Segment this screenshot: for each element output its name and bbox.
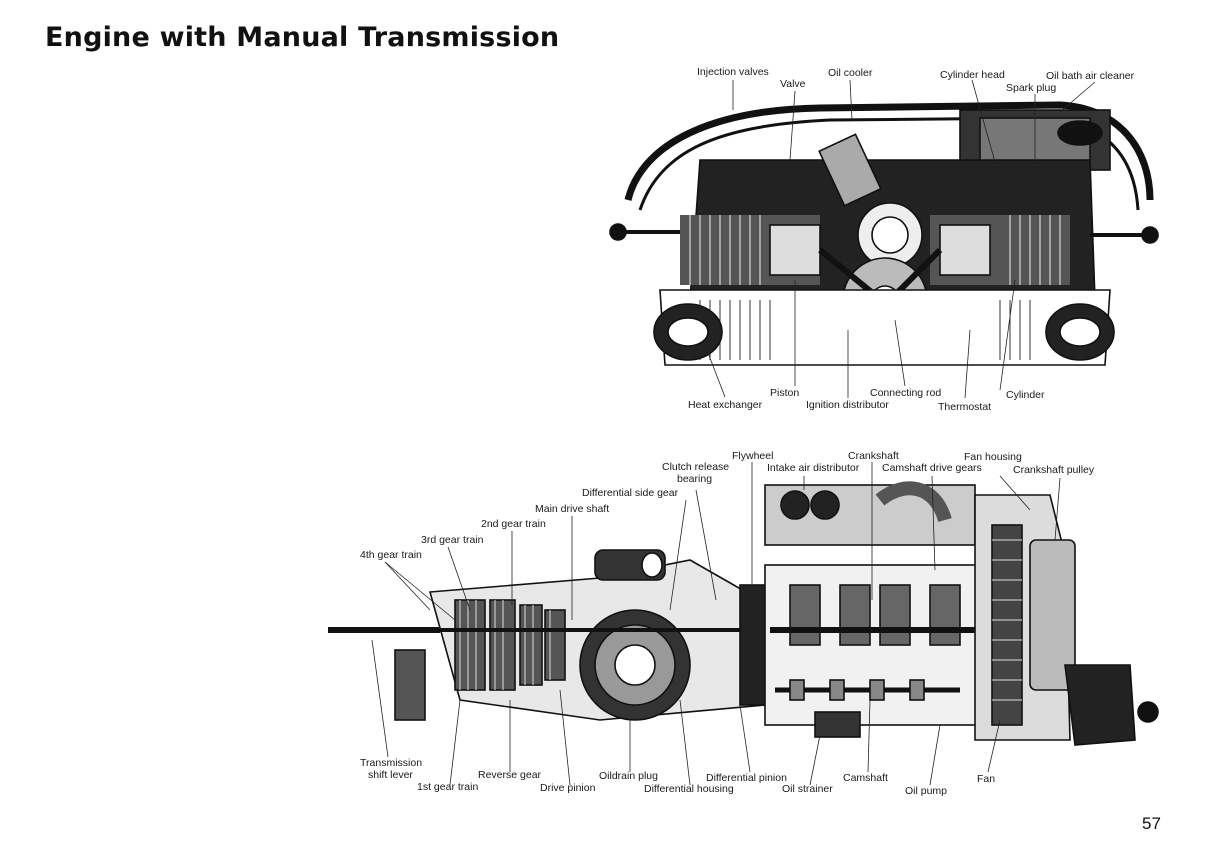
label-flywheel: Flywheel bbox=[732, 450, 774, 462]
label-oil-bath-air-cleaner: Oil bath air cleaner bbox=[1046, 70, 1135, 82]
top-leader-lines bbox=[704, 79, 1096, 399]
label-oil-cooler: Oil cooler bbox=[828, 67, 873, 79]
label-connecting-rod: Connecting rod bbox=[870, 387, 942, 399]
label-clutch-release-line2: bearing bbox=[677, 473, 713, 485]
label-piston: Piston bbox=[770, 387, 800, 399]
label-1st-gear-train: 1st gear train bbox=[417, 781, 479, 793]
label-fan: Fan bbox=[977, 773, 996, 785]
label-ignition-distributor: Ignition distributor bbox=[806, 399, 889, 411]
label-transmission-shift-lever-line2: shift lever bbox=[368, 769, 413, 781]
label-cylinder: Cylinder bbox=[1006, 389, 1045, 401]
label-3rd-gear-train: 3rd gear train bbox=[421, 534, 484, 546]
label-2nd-gear-train: 2nd gear train bbox=[481, 518, 546, 530]
bottom-leader-lines bbox=[371, 462, 1061, 786]
label-differential-housing: Differential housing bbox=[644, 783, 734, 795]
label-drive-pinion: Drive pinion bbox=[540, 782, 596, 794]
page-number: 57 bbox=[1142, 814, 1161, 833]
label-fan-housing: Fan housing bbox=[964, 451, 1022, 463]
label-crankshaft: Crankshaft bbox=[848, 450, 899, 462]
label-4th-gear-train: 4th gear train bbox=[360, 549, 422, 561]
label-cylinder-head: Cylinder head bbox=[940, 69, 1005, 81]
label-heat-exchanger: Heat exchanger bbox=[688, 399, 763, 411]
label-valve: Valve bbox=[780, 78, 806, 90]
label-oil-pump: Oil pump bbox=[905, 785, 948, 797]
label-oil-strainer: Oil strainer bbox=[782, 783, 833, 795]
label-camshaft-drive-gears: Camshaft drive gears bbox=[882, 462, 982, 474]
drivetrain-cutaway-drawing bbox=[328, 481, 1159, 746]
label-main-drive-shaft: Main drive shaft bbox=[535, 503, 610, 515]
label-spark-plug: Spark plug bbox=[1006, 82, 1057, 94]
engine-cross-section-drawing bbox=[609, 101, 1159, 366]
label-intake-air-distributor: Intake air distributor bbox=[767, 462, 860, 474]
label-thermostat: Thermostat bbox=[938, 401, 992, 413]
label-transmission-shift-lever-line1: Transmission bbox=[360, 757, 423, 769]
label-reverse-gear: Reverse gear bbox=[478, 769, 542, 781]
label-clutch-release-line1: Clutch release bbox=[662, 461, 730, 473]
label-camshaft: Camshaft bbox=[843, 772, 888, 784]
label-crankshaft-pulley: Crankshaft pulley bbox=[1013, 464, 1095, 476]
label-oil-drain-plug: Oildrain plug bbox=[599, 770, 658, 782]
label-differential-side-gear: Differential side gear bbox=[582, 487, 679, 499]
page-title: Engine with Manual Transmission bbox=[45, 22, 560, 53]
label-injection-valves: Injection valves bbox=[697, 66, 769, 78]
label-differential-pinion: Differential pinion bbox=[706, 772, 787, 784]
